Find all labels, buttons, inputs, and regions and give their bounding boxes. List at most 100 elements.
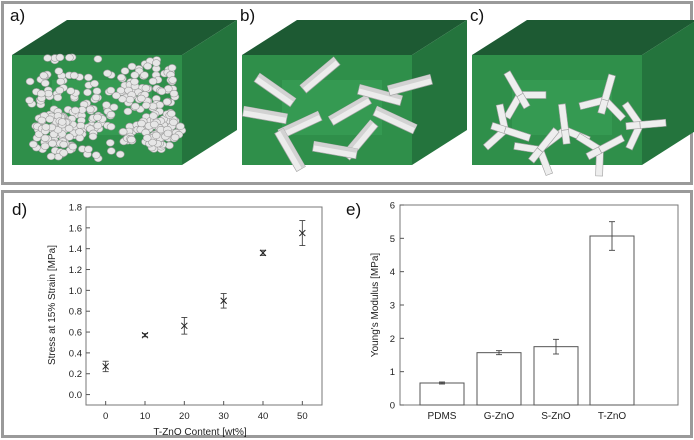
modulus-chart-marks (419, 221, 635, 406)
bar (419, 382, 465, 406)
zno-particle (53, 93, 63, 102)
zno-particle (66, 87, 75, 95)
zno-rod (312, 140, 358, 160)
zno-particle (41, 123, 51, 131)
tetrapod-arm (528, 147, 544, 164)
zno-particle (169, 118, 178, 127)
zno-particle (57, 118, 67, 126)
zno-rod-shade (359, 84, 403, 100)
zno-particle (170, 133, 180, 142)
zno-rod-shade (375, 106, 418, 129)
data-point (220, 297, 228, 305)
zno-particle (163, 129, 173, 138)
zno-particle (69, 71, 79, 80)
zno-particle (106, 110, 116, 119)
y-tick-label: 1.6 (69, 223, 82, 234)
zno-particle (123, 107, 133, 116)
zno-rod (299, 56, 341, 94)
y-tick-label: 0.8 (69, 307, 82, 318)
zno-particle (168, 76, 177, 84)
zno-rod (357, 84, 403, 106)
zno-particle (28, 140, 38, 149)
zno-particle (90, 79, 99, 88)
zno-particle (131, 102, 140, 111)
zno-tetrapod (513, 127, 560, 176)
zno-particle (54, 67, 64, 75)
zno-particle (176, 122, 185, 131)
zno-particle (55, 86, 65, 95)
zno-particle (86, 105, 95, 114)
zno-rod (372, 105, 418, 135)
zno-particle (149, 112, 158, 120)
x-tick-label: 0 (103, 411, 108, 422)
zno-rod-shade (243, 106, 288, 118)
x-tick-label: 40 (258, 411, 269, 422)
zno-particle (45, 115, 55, 123)
stress-chart-xlabel: T-ZnO Content [wt%] (153, 427, 247, 438)
y-tick-label: 1 (390, 367, 395, 378)
y-tick-label: 1.8 (69, 203, 82, 214)
zno-tetrapod (482, 103, 532, 151)
zno-particle (140, 71, 149, 79)
zno-rod (387, 74, 433, 96)
category-label: G-ZnO (484, 411, 515, 422)
zno-particle (83, 88, 92, 97)
y-tick-label: 2 (390, 334, 395, 345)
x-tick-label: 50 (297, 411, 308, 422)
zno-particle (130, 77, 139, 86)
zno-rod-shade (299, 57, 337, 89)
zno-particle (59, 149, 69, 157)
composite-schematics (12, 20, 694, 177)
zno-particle (106, 86, 116, 95)
y-tick-label: 0.6 (69, 328, 82, 339)
box-top-face (472, 20, 694, 55)
zno-particle (116, 150, 125, 159)
zno-particle (91, 93, 101, 102)
zno-particle (162, 98, 172, 106)
data-point (259, 249, 267, 257)
bar (533, 346, 579, 406)
zno-particle (127, 135, 136, 144)
y-tick-label: 0.0 (69, 390, 82, 401)
zno-rod-shade (328, 94, 369, 121)
data-point (180, 322, 188, 330)
zno-particle (151, 131, 161, 140)
zno-particle (43, 54, 52, 62)
panel-label-c: c) (470, 6, 485, 25)
stress-chart-plot-area (85, 206, 323, 406)
data-point (298, 229, 306, 237)
zno-particle (93, 121, 103, 130)
zno-particle (65, 133, 74, 141)
zno-particle (125, 95, 135, 104)
zno-particle (40, 134, 50, 142)
tetrapod-arm (561, 129, 571, 145)
zno-particle (25, 96, 34, 105)
panel-label-d: d) (12, 200, 28, 219)
zno-particle (106, 122, 116, 131)
box-side-face (642, 21, 694, 165)
category-label: S-ZnO (541, 411, 571, 422)
y-tick-label: 1.4 (69, 244, 82, 255)
zno-particle (112, 91, 121, 100)
zno-rod (253, 72, 297, 108)
zno-particle (64, 124, 74, 133)
zno-particle (93, 55, 103, 63)
y-tick-label: 5 (390, 234, 395, 245)
zno-rod-body (253, 72, 297, 108)
tetrapod-arm (585, 146, 603, 161)
box-tetrapod-zno (472, 20, 694, 177)
zno-particle (39, 71, 49, 80)
zno-particle (103, 69, 112, 78)
zno-particle (107, 147, 116, 155)
panel-label-b: b) (240, 6, 256, 25)
tetrapod-arm (625, 121, 641, 131)
zno-particle (48, 139, 57, 148)
y-tick-label: 0 (390, 401, 395, 412)
box-side-face (182, 20, 237, 165)
box-top-face (242, 20, 467, 55)
zno-particle (120, 67, 130, 75)
zno-particle (46, 152, 56, 161)
